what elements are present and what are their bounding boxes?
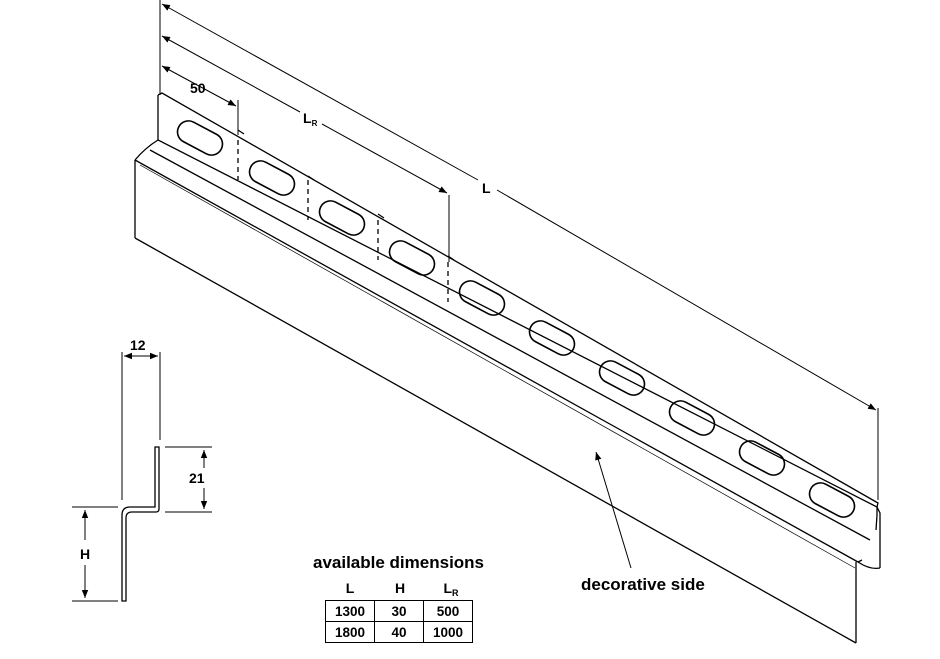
dim-l-label: L bbox=[482, 180, 491, 196]
dimensions-table: 1300 30 500 1800 40 1000 bbox=[325, 600, 473, 643]
table-title: available dimensions bbox=[313, 553, 485, 572]
dim-50-label: 50 bbox=[190, 80, 206, 96]
table-cell: 1300 bbox=[325, 600, 375, 622]
table-row: 1800 40 1000 bbox=[325, 621, 473, 643]
cut-lines bbox=[237, 140, 449, 302]
cross-section-profile bbox=[121, 446, 160, 602]
table-cell: 40 bbox=[374, 621, 424, 643]
dim-21-label: 21 bbox=[189, 470, 205, 486]
slot-holes bbox=[176, 120, 856, 518]
dimension-lines bbox=[159, 0, 879, 500]
table-header-lr: LR bbox=[443, 580, 459, 598]
table-cell: 30 bbox=[374, 600, 424, 622]
decorative-side-arrow bbox=[595, 451, 632, 569]
table-cell: 1000 bbox=[423, 621, 473, 643]
rail-body bbox=[134, 92, 881, 644]
table-row: 1300 30 500 bbox=[325, 600, 473, 622]
dim-h-label: H bbox=[80, 546, 90, 562]
decorative-side-label: decorative side bbox=[581, 575, 705, 594]
table-cell: 1800 bbox=[325, 621, 375, 643]
cut-notches bbox=[237, 129, 455, 261]
cross-section-dimensions bbox=[72, 352, 212, 602]
table-header-h: H bbox=[394, 580, 406, 596]
dim-lr-label: LR bbox=[303, 110, 318, 128]
table-cell: 500 bbox=[423, 600, 473, 622]
table-header-l: L bbox=[345, 580, 355, 596]
dim-12-label: 12 bbox=[130, 337, 146, 353]
